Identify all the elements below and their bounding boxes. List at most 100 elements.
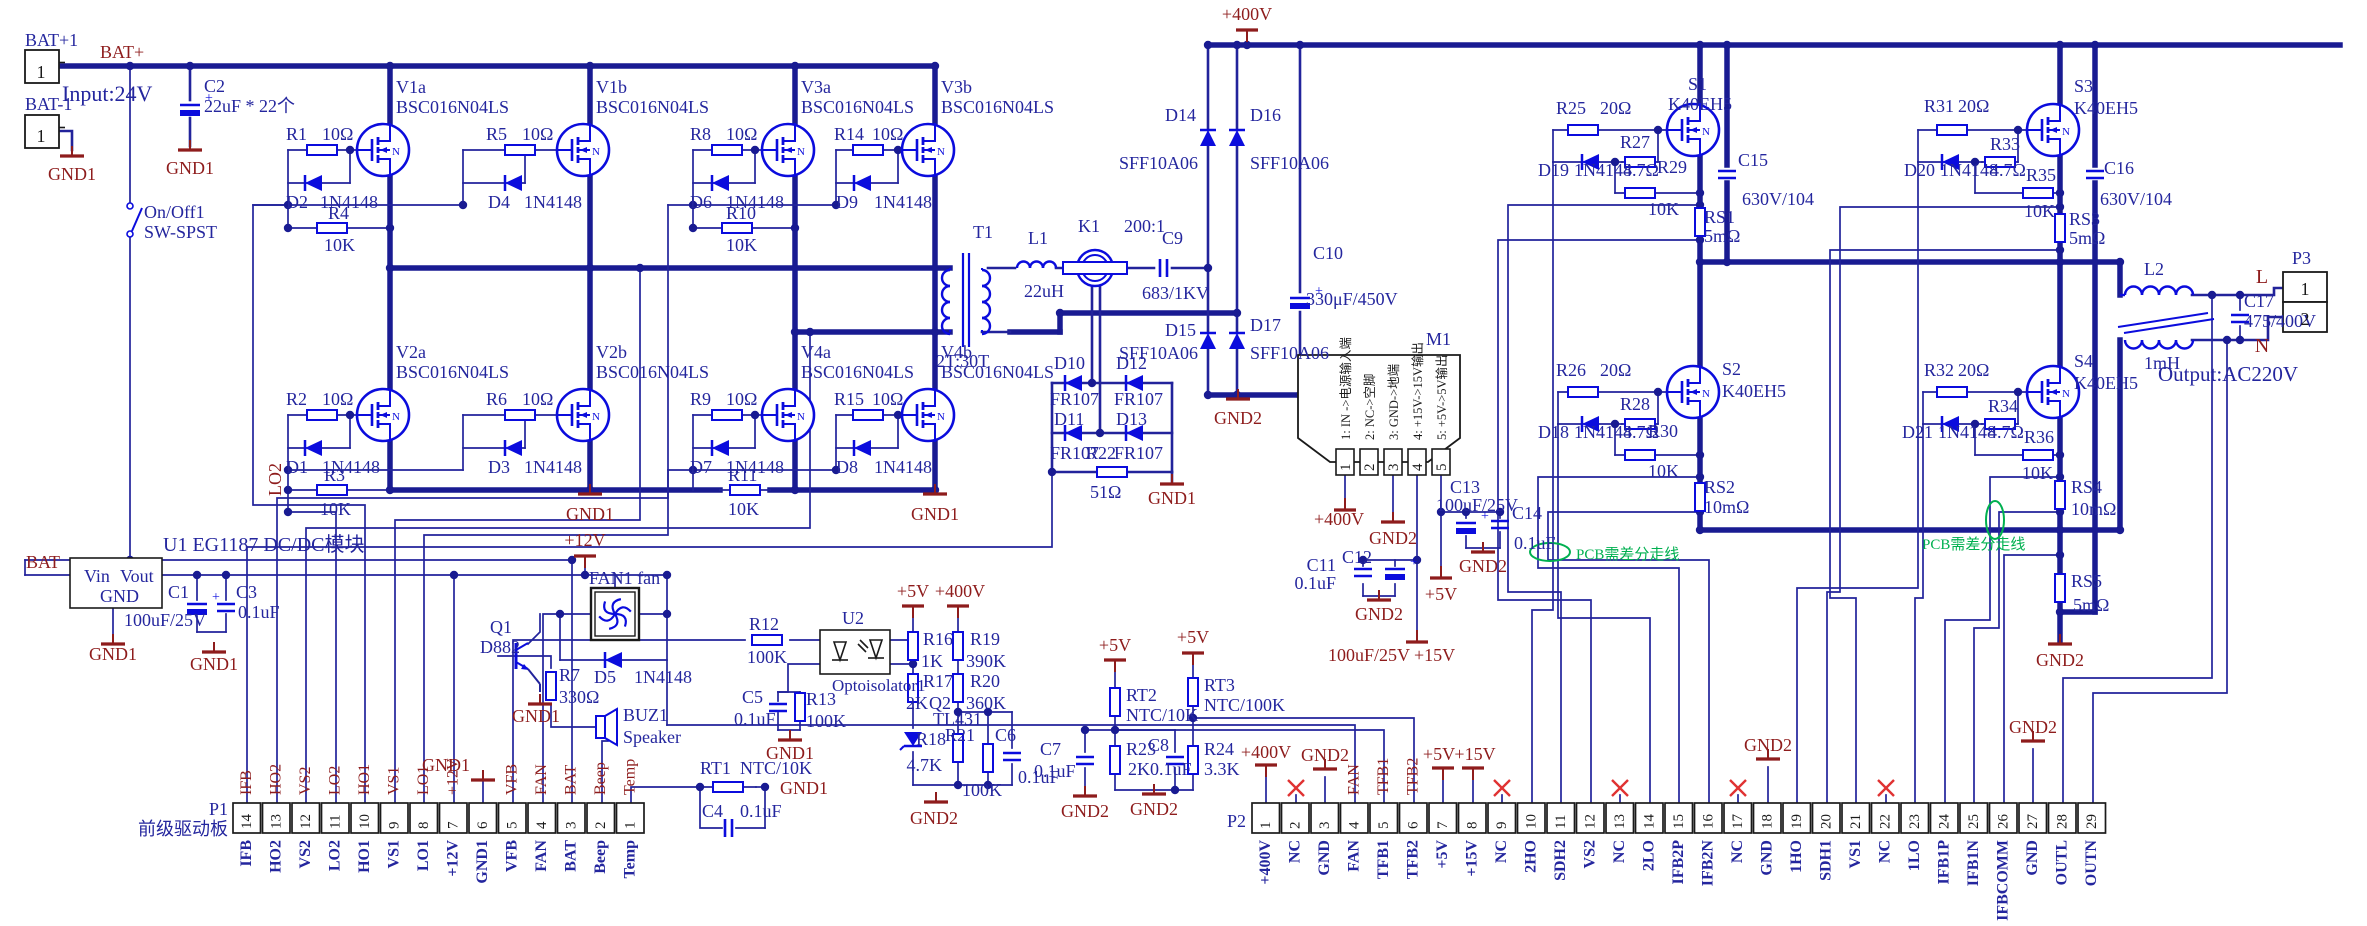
choke-winding xyxy=(2157,285,2178,296)
mosfet-drain xyxy=(577,388,591,407)
tl431-icon xyxy=(904,732,922,746)
p2-pin-signal-label: SDH2 xyxy=(1552,840,1569,881)
junction-dot xyxy=(2055,607,2065,617)
diode-icon xyxy=(1126,425,1143,441)
label: D8 xyxy=(836,457,858,477)
label: 10K xyxy=(728,499,759,519)
label: T1 xyxy=(973,222,993,242)
junction-dot xyxy=(385,263,395,273)
label: GND1 xyxy=(1148,488,1196,508)
resistor xyxy=(2054,213,2066,243)
inductor-winding xyxy=(1041,260,1058,269)
label: C6 xyxy=(995,725,1016,745)
p1-pin-net-label: LO1 xyxy=(415,766,432,795)
p1-pin-signal-label: LO1 xyxy=(415,840,432,871)
junction-dot xyxy=(449,570,459,580)
label: S3 xyxy=(2074,76,2093,96)
label: GND2 xyxy=(1130,799,1178,819)
label: +15V xyxy=(1414,645,1455,665)
plus-mark: + xyxy=(1410,555,1418,570)
p2-pin-box xyxy=(1516,802,1546,834)
junction-dot xyxy=(345,410,355,420)
p1-pin-signal-label: +12V xyxy=(444,840,461,877)
resistor xyxy=(729,484,761,496)
p1-pin-number: 9 xyxy=(386,822,402,830)
junction-dot xyxy=(930,61,940,71)
junction-dot xyxy=(953,780,963,790)
label: BSC016N04LS xyxy=(396,97,509,117)
junction-dot xyxy=(831,200,841,210)
label: R24 xyxy=(1204,739,1234,759)
label: R13 xyxy=(806,689,836,709)
p2-pin-number: 13 xyxy=(1612,814,1628,829)
label: 100K xyxy=(747,647,787,667)
label: P3 xyxy=(2292,248,2311,268)
label: 1N4148 xyxy=(320,192,378,212)
label: GND2 xyxy=(1355,604,1403,624)
diode-icon xyxy=(1200,130,1216,146)
label: GND1 xyxy=(166,158,214,178)
mosfet-arrow xyxy=(785,147,792,153)
label: D21 xyxy=(1902,422,1933,442)
p2-pin-signal-label: 1LO xyxy=(1906,840,1923,871)
label: C9 xyxy=(1162,228,1183,248)
p2-pin-box xyxy=(1664,802,1694,834)
junction-dot xyxy=(585,263,595,273)
label: GND1 xyxy=(89,644,137,664)
wire xyxy=(526,613,541,646)
transistor-collector xyxy=(515,642,529,651)
label: BAT-1 xyxy=(25,94,72,114)
p2-pin-signal-label: NC xyxy=(1876,840,1893,863)
opto-detector xyxy=(868,639,884,661)
label: V2a xyxy=(396,342,426,362)
junction-dot xyxy=(283,200,293,210)
label: D14 xyxy=(1165,105,1196,125)
resistor xyxy=(316,484,348,496)
opto-led xyxy=(832,641,848,663)
label: Q1 xyxy=(490,617,512,637)
label: D882 xyxy=(480,637,520,657)
p1-pin-box xyxy=(468,802,498,834)
label: SW-SPST xyxy=(144,222,217,242)
junction-dot xyxy=(458,200,468,210)
label: V4a xyxy=(801,342,831,362)
p2-pin-box xyxy=(1811,802,1841,834)
label: R30 xyxy=(1648,421,1678,441)
mosfet-arrow xyxy=(380,147,387,153)
junction-dot xyxy=(125,61,135,71)
label: SFF10A06 xyxy=(1119,343,1198,363)
mosfet-drain xyxy=(377,123,391,142)
label: FR107 xyxy=(1114,389,1163,409)
mosfet-n: N xyxy=(2062,126,2070,138)
diode-icon xyxy=(1126,375,1143,391)
label: D13 xyxy=(1116,409,1147,429)
p2-pin-signal-label: +15V xyxy=(1463,840,1480,877)
transistor-arrow xyxy=(521,664,529,670)
junction-dot xyxy=(1188,713,1198,723)
label: 3.3K xyxy=(1204,759,1240,779)
label: U2 xyxy=(842,608,864,628)
p2-pin-number: 14 xyxy=(1641,814,1657,830)
p2-pin-signal-label: VS1 xyxy=(1847,840,1864,868)
label: 100uF/25V xyxy=(1328,645,1410,665)
diode-icon xyxy=(1065,375,1082,391)
resistor xyxy=(1984,156,2016,168)
junction-dot xyxy=(1695,235,1705,245)
label: GND2 xyxy=(1459,556,1507,576)
wire xyxy=(1973,511,2061,804)
p2-pin-signal-label: +5V xyxy=(1434,840,1451,869)
junction-dot xyxy=(790,61,800,71)
junction-dot xyxy=(760,782,770,792)
junction-dot xyxy=(385,223,395,233)
p1-pin-box xyxy=(350,802,380,834)
label: 630V/104 xyxy=(1742,189,1814,209)
p1-pin-signal-label: Temp xyxy=(621,840,638,879)
label: Vout xyxy=(120,566,154,586)
wire xyxy=(1914,423,1924,804)
label: 330Ω xyxy=(559,687,599,707)
junction-dot xyxy=(1970,157,1980,167)
label: 0.1uF xyxy=(1294,573,1336,593)
p2-pin-number: 4 xyxy=(1346,821,1362,829)
wire xyxy=(1537,476,1701,804)
label: R34 xyxy=(1988,396,2018,416)
